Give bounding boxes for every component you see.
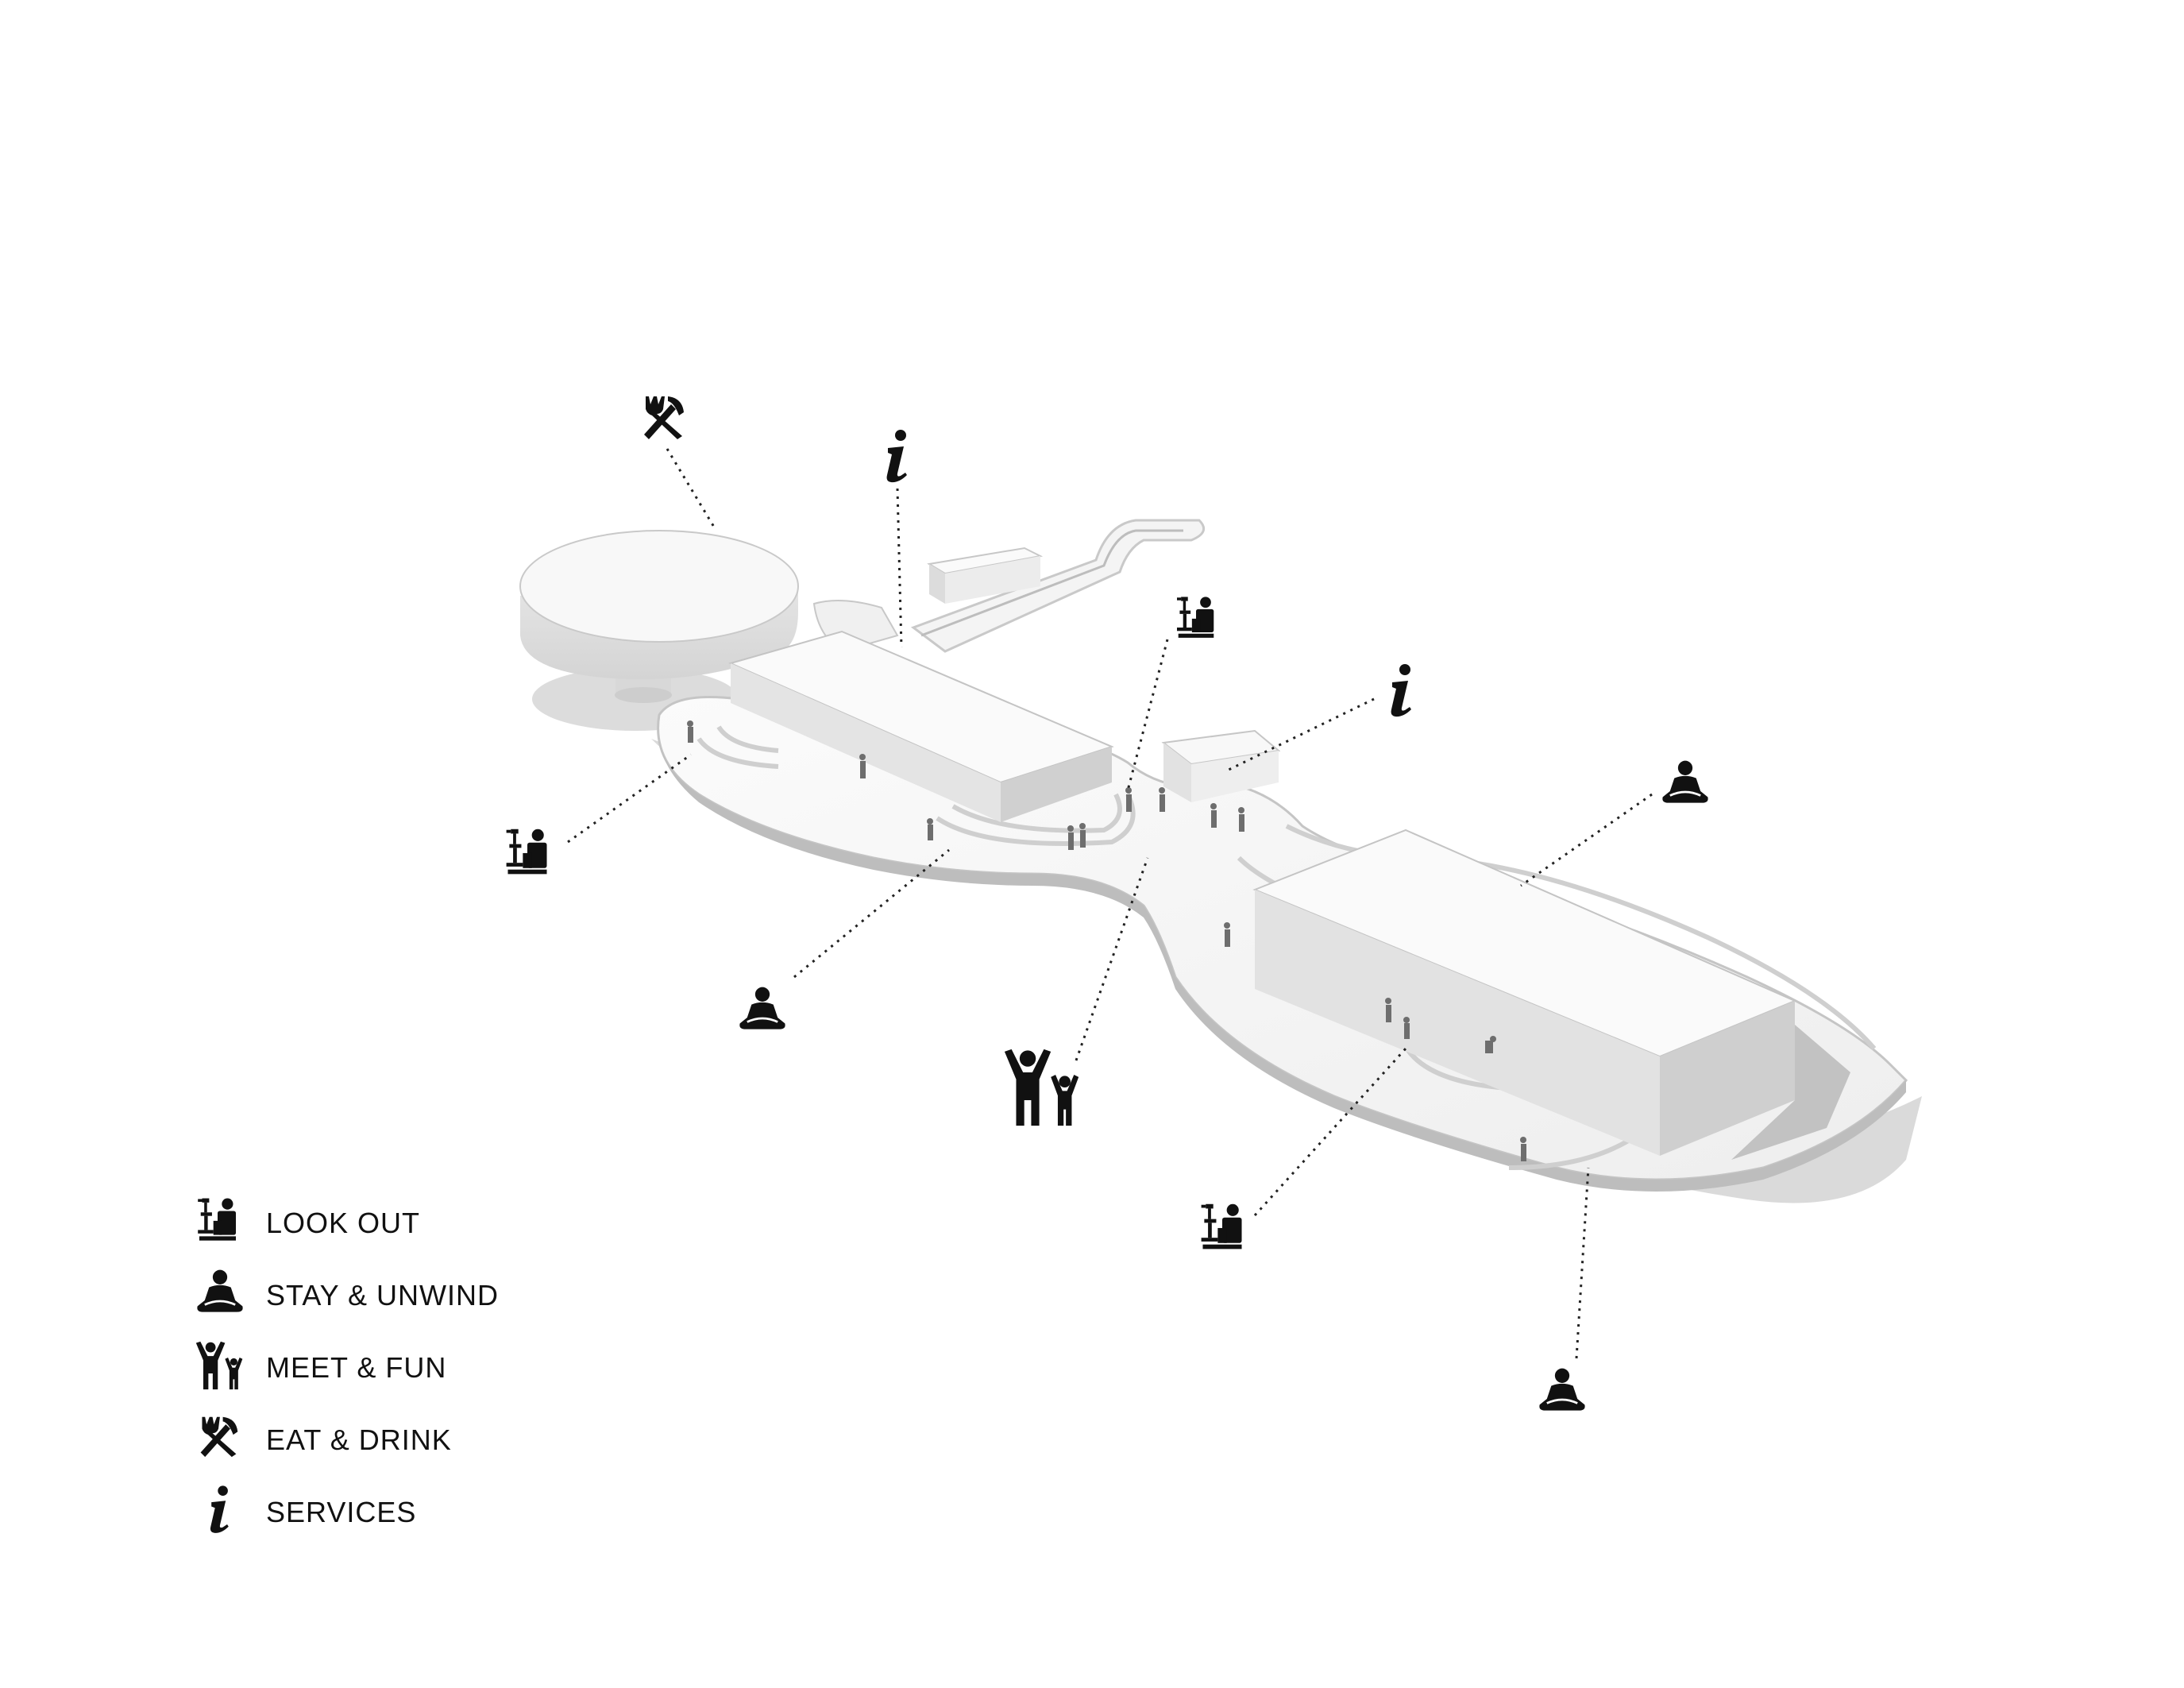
people-figures (687, 720, 1526, 1161)
leader-lookout-center (1126, 639, 1169, 791)
eat-drink-icon (644, 396, 684, 439)
north-arm-walkway (910, 519, 1206, 653)
north-kiosk (927, 547, 1044, 604)
services-icon (210, 1485, 229, 1533)
leader-eat-drink (666, 448, 716, 529)
legend-item-look-out: LOOK OUT (195, 1196, 751, 1268)
leader-services-north (896, 488, 903, 648)
eat-drink-icon (200, 1416, 238, 1458)
stay-unwind-icon (738, 986, 787, 1031)
legend-item-meet-fun: MEET & FUN (195, 1340, 751, 1412)
legend-item-eat-drink: EAT & DRINK (195, 1412, 751, 1485)
look-out-icon (1201, 1203, 1242, 1250)
legend-label: LOOK OUT (266, 1207, 421, 1239)
drum-building (519, 530, 799, 703)
stay-unwind-icon (1538, 1367, 1587, 1412)
site-model (519, 519, 1922, 1203)
meet-fun-icon (1004, 1049, 1079, 1126)
leader-lookout-west (567, 753, 692, 844)
stay-unwind-icon (1661, 759, 1710, 805)
stay-unwind-icon (195, 1269, 245, 1314)
look-out-icon (198, 1198, 237, 1241)
services-icon (1391, 664, 1411, 717)
look-out-icon (1177, 597, 1214, 638)
legend-label: SERVICES (266, 1496, 417, 1528)
legend-label: MEET & FUN (266, 1351, 447, 1384)
leader-services-east (1226, 697, 1375, 772)
legend-item-services: SERVICES (195, 1485, 751, 1557)
legend-label: STAY & UNWIND (266, 1279, 500, 1311)
meet-fun-icon (195, 1341, 243, 1390)
legend-label: EAT & DRINK (266, 1423, 452, 1456)
services-icon (886, 430, 907, 483)
block-west (728, 630, 1114, 822)
leader-stay-east (1520, 793, 1653, 887)
leader-stay-west (793, 848, 950, 979)
block-east (1252, 829, 1850, 1160)
central-kiosk (1161, 729, 1281, 802)
leader-stay-south (1575, 1167, 1590, 1359)
leader-lines (567, 448, 1653, 1359)
look-out-icon (506, 829, 547, 875)
legend: LOOK OUT STAY & UNWIND MEET & FUN EAT & … (195, 1196, 751, 1557)
leader-lookout-south (1253, 1047, 1407, 1217)
legend-item-stay-unwind: STAY & UNWIND (195, 1268, 751, 1340)
